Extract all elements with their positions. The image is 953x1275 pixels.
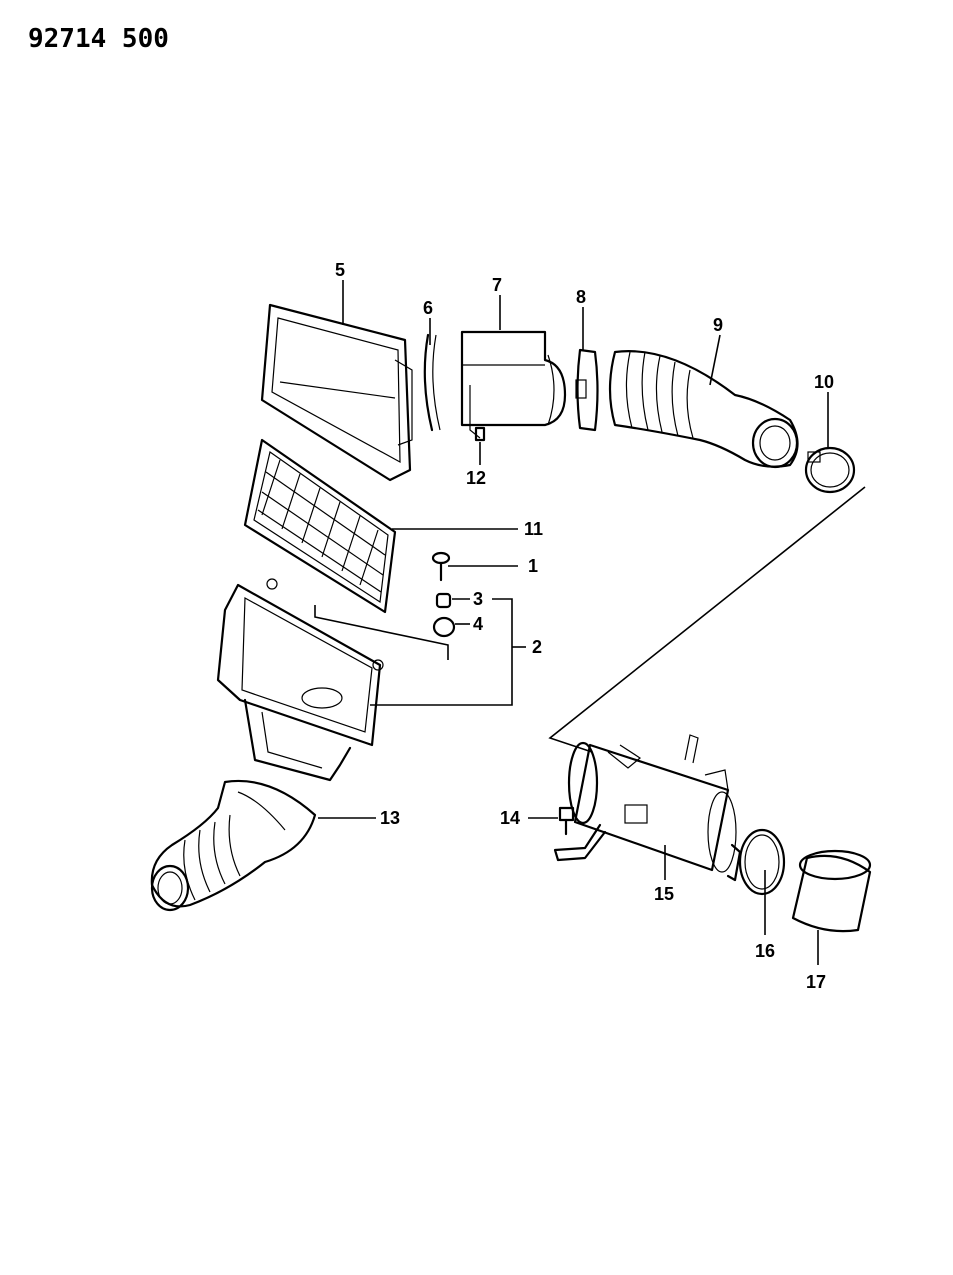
part-14-bolt [558,806,575,836]
callout-10: 10 [814,372,834,392]
callout-6: 6 [423,298,433,318]
part-5-air-cleaner-cover [260,303,413,482]
part-11-air-filter-element [243,438,397,614]
part-13-duct [150,779,317,912]
part-10-hose-clamp [804,446,856,494]
leader-lines [314,280,866,965]
part-17-filter-sleeve [791,849,872,933]
part-1-bolt [431,551,451,582]
callout-7: 7 [492,275,502,295]
callout-12: 12 [466,468,486,488]
callout-16: 16 [755,941,775,961]
callout-17: 17 [806,972,826,992]
callout-5: 5 [335,260,345,280]
callout-11: 11 [524,519,543,539]
callout-labels: 5 6 7 8 9 10 12 11 1 3 4 2 13 14 15 16 1… [335,260,834,992]
callout-4: 4 [473,614,483,634]
part-12-fitting [474,426,486,442]
part-8-adapter [575,348,599,432]
part-16-clamp [726,828,786,896]
part-7-air-flow-sensor [460,330,567,439]
callout-1: 1 [528,556,538,576]
callout-2: 2 [532,637,542,657]
callout-8: 8 [576,287,586,307]
callout-15: 15 [654,884,674,904]
part-6-gasket [423,333,441,432]
part-4-grommet [432,616,456,638]
document-id: 92714 500 [28,24,169,54]
callout-9: 9 [713,315,723,335]
part-2-air-cleaner-body [216,578,384,782]
part-9-intake-hose [608,350,799,469]
part-3-collar [435,592,452,609]
callout-3: 3 [473,589,483,609]
callout-14: 14 [500,808,520,828]
part-15-intake-pipe [553,734,737,873]
callout-13: 13 [380,808,400,828]
